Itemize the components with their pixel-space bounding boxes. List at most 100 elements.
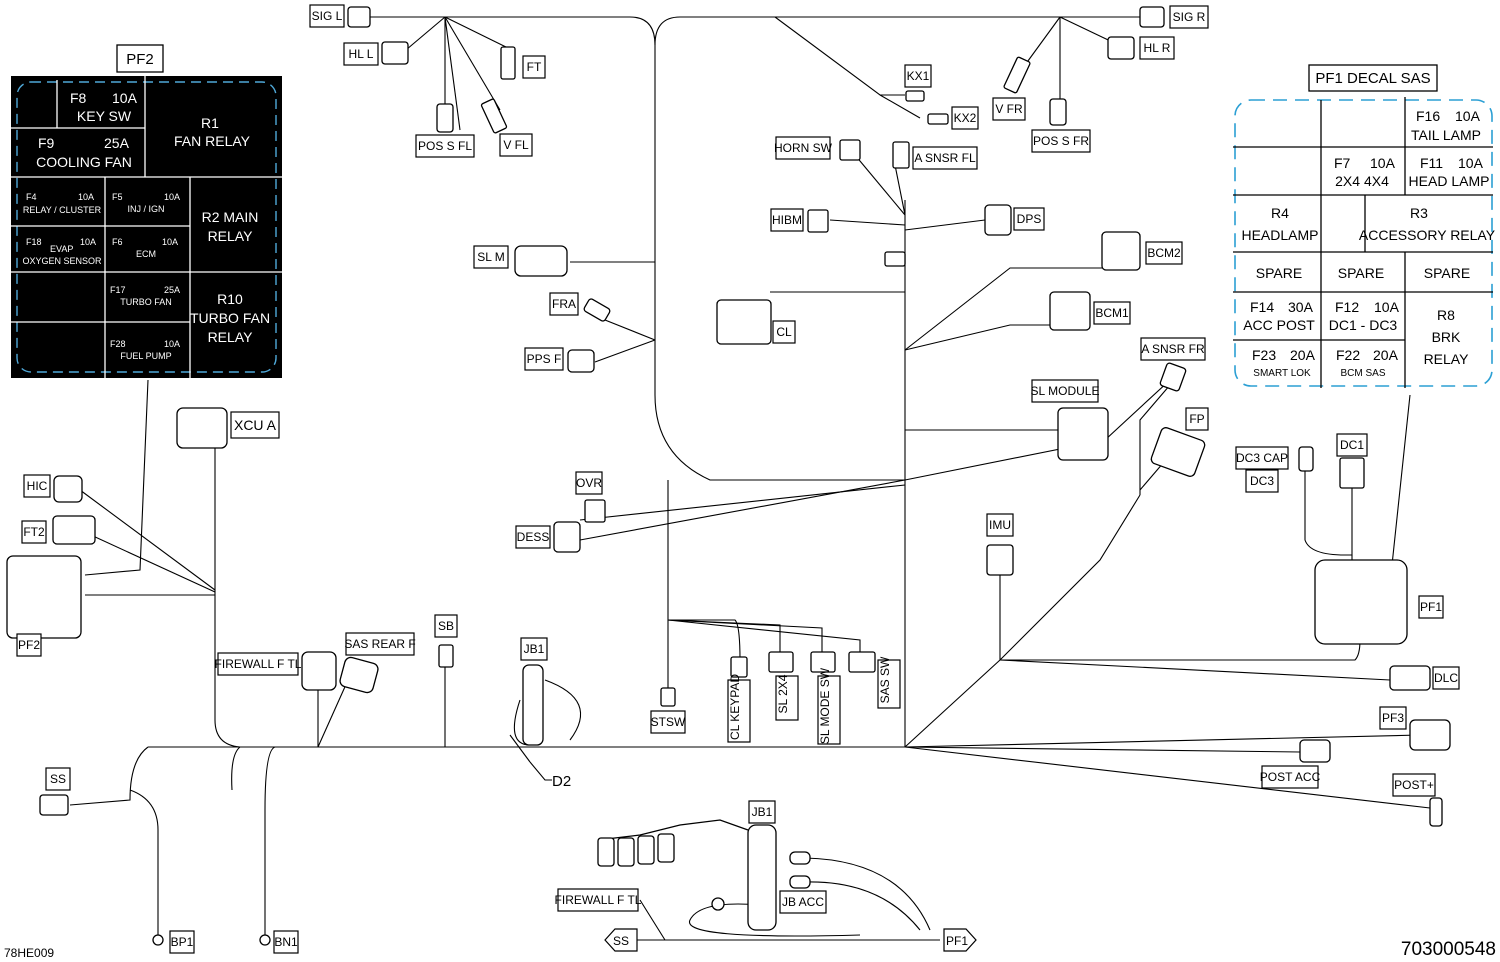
connector-kx1 (905, 90, 925, 102)
pf1-f16-amp: 10A (1455, 108, 1481, 124)
connector-firewall-f-tl (301, 651, 337, 691)
pf2-f4-amp: 10A (78, 192, 94, 202)
label-sl-m: SL M (477, 250, 505, 264)
connector-dps (984, 204, 1012, 236)
pf1-r3: R3 (1410, 205, 1428, 221)
connector-pos-s-fr (1049, 98, 1067, 126)
label-sig-r: SIG R (1173, 10, 1206, 24)
pf1-title-box: PF1 DECAL SAS (1308, 64, 1438, 92)
connector-bcm2 (1101, 231, 1141, 271)
pf2-f9: F9 (38, 135, 55, 151)
label-sb: SB (438, 619, 454, 633)
pf2-r10: R10 (217, 291, 243, 307)
label-v-fr: V FR (995, 102, 1023, 116)
pf1-tail-lamp: TAIL LAMP (1411, 127, 1481, 143)
label-xcu-a: XCU A (234, 417, 277, 433)
label-sas-rear-f: SAS REAR F (344, 637, 415, 651)
connector-ovr (584, 499, 606, 523)
connectors (6, 6, 1451, 946)
pf2-title-box: PF2 (116, 44, 164, 73)
pf1-brk: BRK (1432, 329, 1461, 345)
pf1-f16: F16 (1416, 108, 1440, 124)
connector-cl (716, 299, 772, 345)
pf2-r1: R1 (201, 115, 219, 131)
pf2-f5-amp: 10A (164, 192, 180, 202)
connector-ft2 (52, 515, 96, 545)
connector-pf2 (6, 555, 82, 639)
pf2-f18-amp: 10A (80, 237, 96, 247)
label-bcm2: BCM2 (1147, 246, 1181, 260)
pf1-f22: F22 (1336, 347, 1360, 363)
connector-ss (39, 794, 69, 816)
pf2-f18: F18 (26, 237, 42, 247)
label-hl-l: HL L (349, 47, 374, 61)
pf1-bcm-sas: BCM SAS (1340, 368, 1385, 379)
pf2-turbo-fan: TURBO FAN (120, 297, 172, 307)
label-stsw: STSW (651, 715, 686, 729)
connector-pps-f (567, 349, 595, 373)
label-dps: DPS (1017, 212, 1042, 226)
pf1-acc-post: ACC POST (1243, 317, 1315, 333)
label-dess: DESS (517, 530, 550, 544)
label-ft2: FT2 (23, 525, 45, 539)
connector-jb1-harness (597, 819, 749, 841)
pf2-f17-amp: 25A (164, 285, 180, 295)
connector-plug-2 (617, 837, 635, 867)
label-a-snsr-fr: A SNSR FR (1141, 342, 1205, 356)
label-hic: HIC (27, 479, 48, 493)
pf2-f4: F4 (26, 192, 37, 202)
label-dlc: DLC (1434, 671, 1458, 685)
label-bp1: BP1 (171, 935, 194, 949)
connector-hibm (807, 209, 829, 233)
pf1-relay: RELAY (1424, 351, 1470, 367)
pf1-headlamp: HEADLAMP (1241, 227, 1318, 243)
wire-harness (69, 16, 1431, 941)
label-fra: FRA (552, 297, 576, 311)
pf2-f6: F6 (112, 237, 123, 247)
pf2-fan-relay: FAN RELAY (174, 133, 251, 149)
connector-v-fr (1003, 56, 1031, 94)
pf2-r2-relay: RELAY (208, 228, 254, 244)
connector-sig-l (347, 6, 371, 28)
connector-plug-3 (637, 835, 655, 865)
pf1-f7: F7 (1334, 155, 1351, 171)
connector-sas-rear-f (339, 656, 379, 694)
connector-v-fl (480, 98, 508, 134)
connector-fra (583, 298, 611, 322)
label-ss-bottom: SS (613, 934, 629, 948)
connector-sl-module (1057, 407, 1109, 461)
label-hibm: HIBM (772, 213, 802, 227)
label-firewall-f-tl: FIREWALL F TL (215, 657, 302, 671)
connector-cl-keypad (730, 656, 748, 678)
connector-fp (1150, 427, 1206, 477)
connector-pf3 (1409, 719, 1451, 751)
pf1-f14: F14 (1250, 299, 1274, 315)
connector-ring-3 (711, 897, 725, 911)
pf1-r4: R4 (1271, 205, 1289, 221)
connector-kx2 (927, 113, 949, 125)
connector-pf1 (1314, 559, 1408, 645)
connector-jb1-bottom (747, 824, 777, 931)
connector-pos-s-fl (436, 103, 454, 133)
pf2-key-sw: KEY SW (77, 108, 132, 124)
label-jb-acc: JB ACC (782, 895, 824, 909)
pf1-head-lamp: HEAD LAMP (1409, 173, 1490, 189)
label-cl: CL (776, 325, 792, 339)
label-sl-module: SL MODULE (1031, 384, 1100, 398)
label-dc3-cap: DC3 CAP (1236, 451, 1288, 465)
label-firewall-f-tl-bottom: FIREWALL F TL (555, 893, 642, 907)
label-a-snsr-fl: A SNSR FL (914, 151, 976, 165)
connector-ring-2 (789, 875, 811, 889)
connector-ring-1 (789, 851, 811, 865)
connector-xcu-a (176, 407, 228, 449)
connector-hic (53, 475, 83, 503)
label-ss: SS (50, 772, 66, 786)
connector-sl-m (514, 245, 568, 277)
pf1-f11-amp: 10A (1458, 155, 1484, 171)
connector-a-snsr-fr (1159, 362, 1187, 392)
label-ovr: OVR (576, 476, 602, 490)
pf2-r2: R2 MAIN (202, 209, 259, 225)
connector-stsw (660, 687, 676, 707)
pf2-f6-amp: 10A (162, 237, 178, 247)
